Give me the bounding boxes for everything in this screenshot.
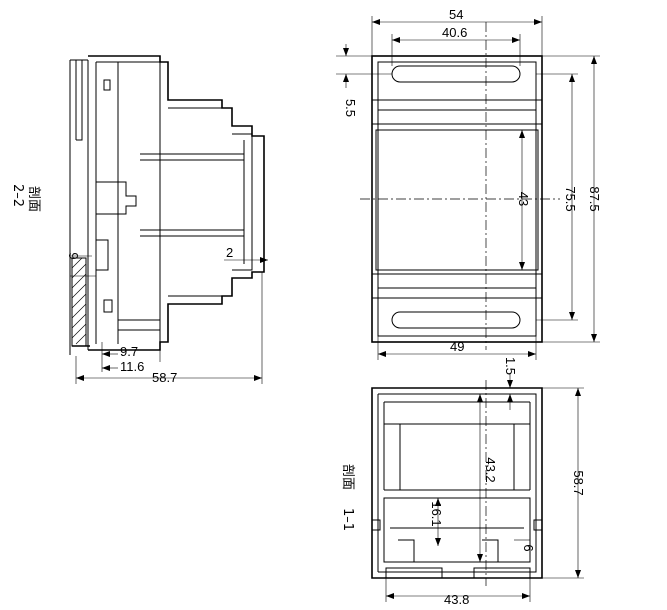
dim-side-small: 6 <box>66 252 81 259</box>
dim-bottom-total-height: 58.7 <box>571 470 586 495</box>
dim-front-bottom-width: 49 <box>450 339 464 354</box>
section-22-number: 2–2 <box>10 184 25 207</box>
section-11-number: 1–1 <box>340 508 355 531</box>
dim-front-width: 54 <box>449 7 463 22</box>
bottom-section-view: 1.5 43.2 16.1 6 58.7 43.8 剖面 1–1 <box>340 357 586 607</box>
dim-bottom-step: 16.1 <box>429 501 444 526</box>
dim-bottom-small: 6 <box>521 544 536 551</box>
rail-hatching <box>71 257 87 345</box>
dim-side-depth: 58.7 <box>152 370 177 385</box>
dim-front-total-height: 87.5 <box>587 186 602 211</box>
dim-front-window-height: 43 <box>516 192 531 206</box>
dim-bottom-width: 43.8 <box>444 592 469 607</box>
dim-front-offset: 5.5 <box>343 99 358 117</box>
dim-front-slot-width: 40.6 <box>442 25 467 40</box>
dim-bottom-wall: 1.5 <box>503 357 518 375</box>
dim-bottom-inner-height: 43.2 <box>483 457 498 482</box>
side-section-view: 6 2 9.7 11.6 58.7 剖面 2–2 <box>10 55 268 385</box>
section-11-title: 剖面 <box>340 464 355 490</box>
dim-side-wall: 2 <box>226 245 233 260</box>
dim-side-rail-b: 11.6 <box>120 359 144 374</box>
section-22-title: 剖面 <box>26 186 41 212</box>
dim-side-rail-a: 9.7 <box>120 344 138 359</box>
dim-front-inner-height: 75.5 <box>563 186 578 211</box>
front-view: 54 40.6 5.5 43 75.5 87.5 49 <box>336 7 602 360</box>
